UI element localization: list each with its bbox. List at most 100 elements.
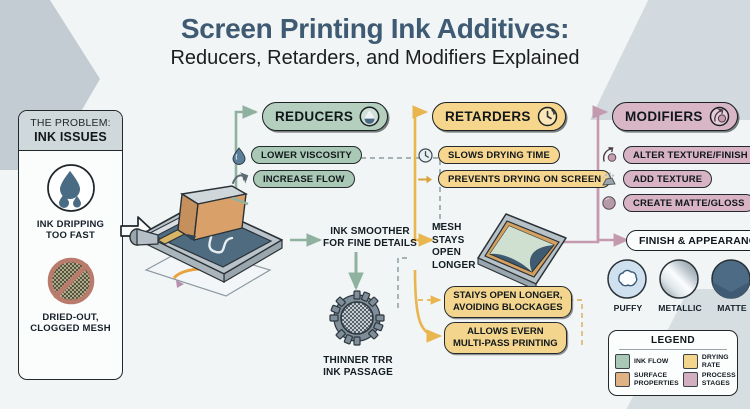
legend-item-ink-flow: INK FLOW xyxy=(615,354,679,369)
finish-swatches: PUFFY METALLIC MATTE xyxy=(606,258,750,313)
callout-line1: STAIYS OPEN LONGER, xyxy=(453,290,563,301)
mesh-stays-open-label: MESH STAYS OPEN LONGER xyxy=(432,222,492,272)
feature-alter-texture-finish-label: ALTER TEXTURE/FINISH xyxy=(623,146,750,164)
clock-icon xyxy=(537,106,557,127)
water-drop-icon xyxy=(359,106,380,127)
mesh-label-line2: OPEN xyxy=(432,247,461,258)
texture-swirl-icon xyxy=(602,147,617,162)
legend-item-drying-rate: DRYING RATE xyxy=(682,354,736,369)
problem-item-caption: INK DRIPPING TOO FAST xyxy=(19,219,122,242)
swatch-puffy: PUFFY xyxy=(606,258,650,313)
legend-label-line2: PROPERTIES xyxy=(634,379,679,387)
callout-stays-open-longer: STAIYS OPEN LONGER, AVOIDING BLOCKAGES xyxy=(444,286,572,318)
problem-heading-line2: INK ISSUES xyxy=(34,130,107,144)
ink-smoother-label: INK SMOOTHER FOR FINE DETAILS xyxy=(322,226,418,250)
feature-slows-drying-time-label: SLOWS DRYING TIME xyxy=(438,146,560,164)
title-subtitle: Reducers, Retarders, and Modifiers Expla… xyxy=(170,47,580,70)
screen-printing-press-illustration xyxy=(129,185,283,297)
feature-create-matte-gloss[interactable]: CREATE MATTE/GLOSS xyxy=(600,194,750,212)
problem-heading-line1: THE PROBLEM: xyxy=(30,117,111,129)
legend-swatch-drying-rate xyxy=(682,354,698,369)
feature-prevents-drying-on-screen[interactable]: PREVENTS DRYING ON SCREEN xyxy=(418,170,612,188)
swatch-metallic-label: METALLIC xyxy=(658,303,702,313)
legend-item-process-stages: PROCESS STAGES xyxy=(682,372,736,387)
column-header-modifiers-label: MODIFIERS xyxy=(625,109,703,124)
caption-line2: CLOGGED MESH xyxy=(30,322,111,334)
problem-item-clogged-mesh: DRIED-OUT, CLOGGED MESH xyxy=(19,256,122,335)
legend-label-line1: INK FLOW xyxy=(634,357,669,365)
mesh-label-line3: LONGER xyxy=(432,259,476,271)
legend-swatch-ink-flow xyxy=(615,354,630,369)
gear-label-line1: THINNER TRR xyxy=(323,355,393,366)
legend-label-line1: PROCESS xyxy=(701,372,736,380)
column-header-reducers-label: REDUCERS xyxy=(275,109,354,124)
column-header-modifiers[interactable]: MODIFIERS xyxy=(612,102,738,131)
feature-slows-drying-time[interactable]: SLOWS DRYING TIME xyxy=(418,146,560,164)
mesh-label-line1: MESH STAYS xyxy=(432,222,465,246)
legend-label-process-stages: PROCESS STAGES xyxy=(702,372,736,387)
feature-add-texture-label: ADD TEXTURE xyxy=(623,170,713,188)
matte-swatch-icon xyxy=(711,259,750,299)
legend-label-drying-rate: DRYING RATE xyxy=(702,354,729,369)
gear-mesh-icon xyxy=(329,290,385,346)
feature-increase-flow[interactable]: INCREASE FLOW xyxy=(232,170,355,188)
feature-prevents-drying-on-screen-label: PREVENTS DRYING ON SCREEN xyxy=(438,170,612,188)
droplet-icon xyxy=(232,146,246,165)
swatch-matte-label: MATTE xyxy=(717,303,747,313)
ink-drop-icon xyxy=(46,164,95,212)
feature-create-matte-gloss-label: CREATE MATTE/GLOSS xyxy=(623,194,750,212)
feature-alter-texture-finish[interactable]: ALTER TEXTURE/FINISH xyxy=(600,146,750,164)
problem-item-caption: DRIED-OUT, CLOGGED MESH xyxy=(19,311,122,335)
gear-label-line2: INK PASSAGE xyxy=(323,367,393,378)
callout-line1: ALLOWS EVERN xyxy=(467,326,544,337)
caption-line1: DRIED-OUT, xyxy=(42,311,99,323)
legend-label-surface-properties: SURFACE PROPERTIES xyxy=(634,372,679,387)
finish-appearance-header: FINISH & APPEARANCE xyxy=(626,230,750,251)
legend-swatch-surface-properties xyxy=(615,372,630,387)
sparkle-texture-icon xyxy=(602,172,616,186)
callout-line2: AVOIDING BLOCKAGES xyxy=(453,301,563,313)
legend-divider xyxy=(619,349,727,350)
caption-line2: TOO FAST xyxy=(46,229,95,241)
arrow-right-icon xyxy=(418,175,432,183)
flow-arrow-icon xyxy=(232,171,249,184)
feature-increase-flow-label: INCREASE FLOW xyxy=(253,170,355,188)
callout-multi-pass-printing: ALLOWS EVERN MULTI-PASS PRINTING xyxy=(444,322,567,354)
gloss-circle-icon xyxy=(602,196,616,210)
ink-smoother-line1: INK SMOOTHER xyxy=(330,226,410,237)
problem-item-ink-dripping: INK DRIPPING TOO FAST xyxy=(19,163,122,242)
legend-items: INK FLOW DRYING RATE SURFACE PROPERTIES xyxy=(615,354,736,387)
problem-panel: THE PROBLEM: INK ISSUES INK DRIPPING TOO… xyxy=(18,110,123,380)
legend-label-ink-flow: INK FLOW xyxy=(634,358,668,365)
metallic-swatch-icon xyxy=(659,259,699,299)
problem-panel-header: THE PROBLEM: INK ISSUES xyxy=(19,111,122,151)
texture-swirl-icon xyxy=(709,106,729,127)
legend-label-line1: DRYING xyxy=(701,354,729,362)
thinner-ink-passage-label: THINNER TRR INK PASSAGE xyxy=(310,355,406,379)
legend-swatch-process-stages xyxy=(682,372,698,387)
clogged-mesh-icon xyxy=(47,257,94,305)
column-header-retarders-label: RETARDERS xyxy=(445,109,531,124)
feature-add-texture[interactable]: ADD TEXTURE xyxy=(600,170,713,188)
swatch-matte: MATTE xyxy=(710,258,750,313)
puffy-swatch-icon xyxy=(607,259,647,299)
legend-label-line2: RATE xyxy=(701,361,721,369)
legend-panel: LEGEND INK FLOW DRYING RATE SURFACE xyxy=(608,330,738,396)
open-mesh-screen-illustration xyxy=(477,213,567,291)
legend-label-line1: SURFACE xyxy=(634,372,668,380)
feature-lower-viscosity[interactable]: LOWER VISCOSITY xyxy=(232,146,362,165)
column-header-reducers[interactable]: REDUCERS xyxy=(262,102,389,131)
legend-label-line2: STAGES xyxy=(701,379,730,387)
legend-title: LEGEND xyxy=(650,335,696,346)
legend-item-surface-properties: SURFACE PROPERTIES xyxy=(615,372,679,387)
swatch-puffy-label: PUFFY xyxy=(613,303,643,313)
feature-lower-viscosity-label: LOWER VISCOSITY xyxy=(251,146,362,164)
column-header-retarders[interactable]: RETARDERS xyxy=(432,102,566,131)
clock-icon xyxy=(418,147,433,163)
swatch-metallic: METALLIC xyxy=(658,258,702,313)
caption-line1: INK DRIPPING xyxy=(36,219,105,230)
callout-line2: MULTI-PASS PRINTING xyxy=(453,337,558,349)
page-title: Screen Printing Ink Additives: Reducers,… xyxy=(0,13,750,70)
title-main: Screen Printing Ink Additives: xyxy=(180,13,570,44)
